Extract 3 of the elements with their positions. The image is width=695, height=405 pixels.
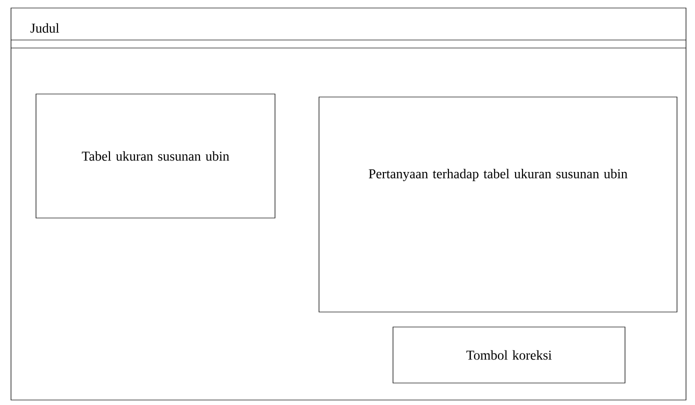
table-panel: Tabel ukuran susunan ubin bbox=[36, 94, 276, 218]
question-panel: Pertanyaan terhadap tabel ukuran susunan ubin bbox=[318, 96, 678, 312]
correction-button: Tombol koreksi bbox=[392, 326, 626, 384]
